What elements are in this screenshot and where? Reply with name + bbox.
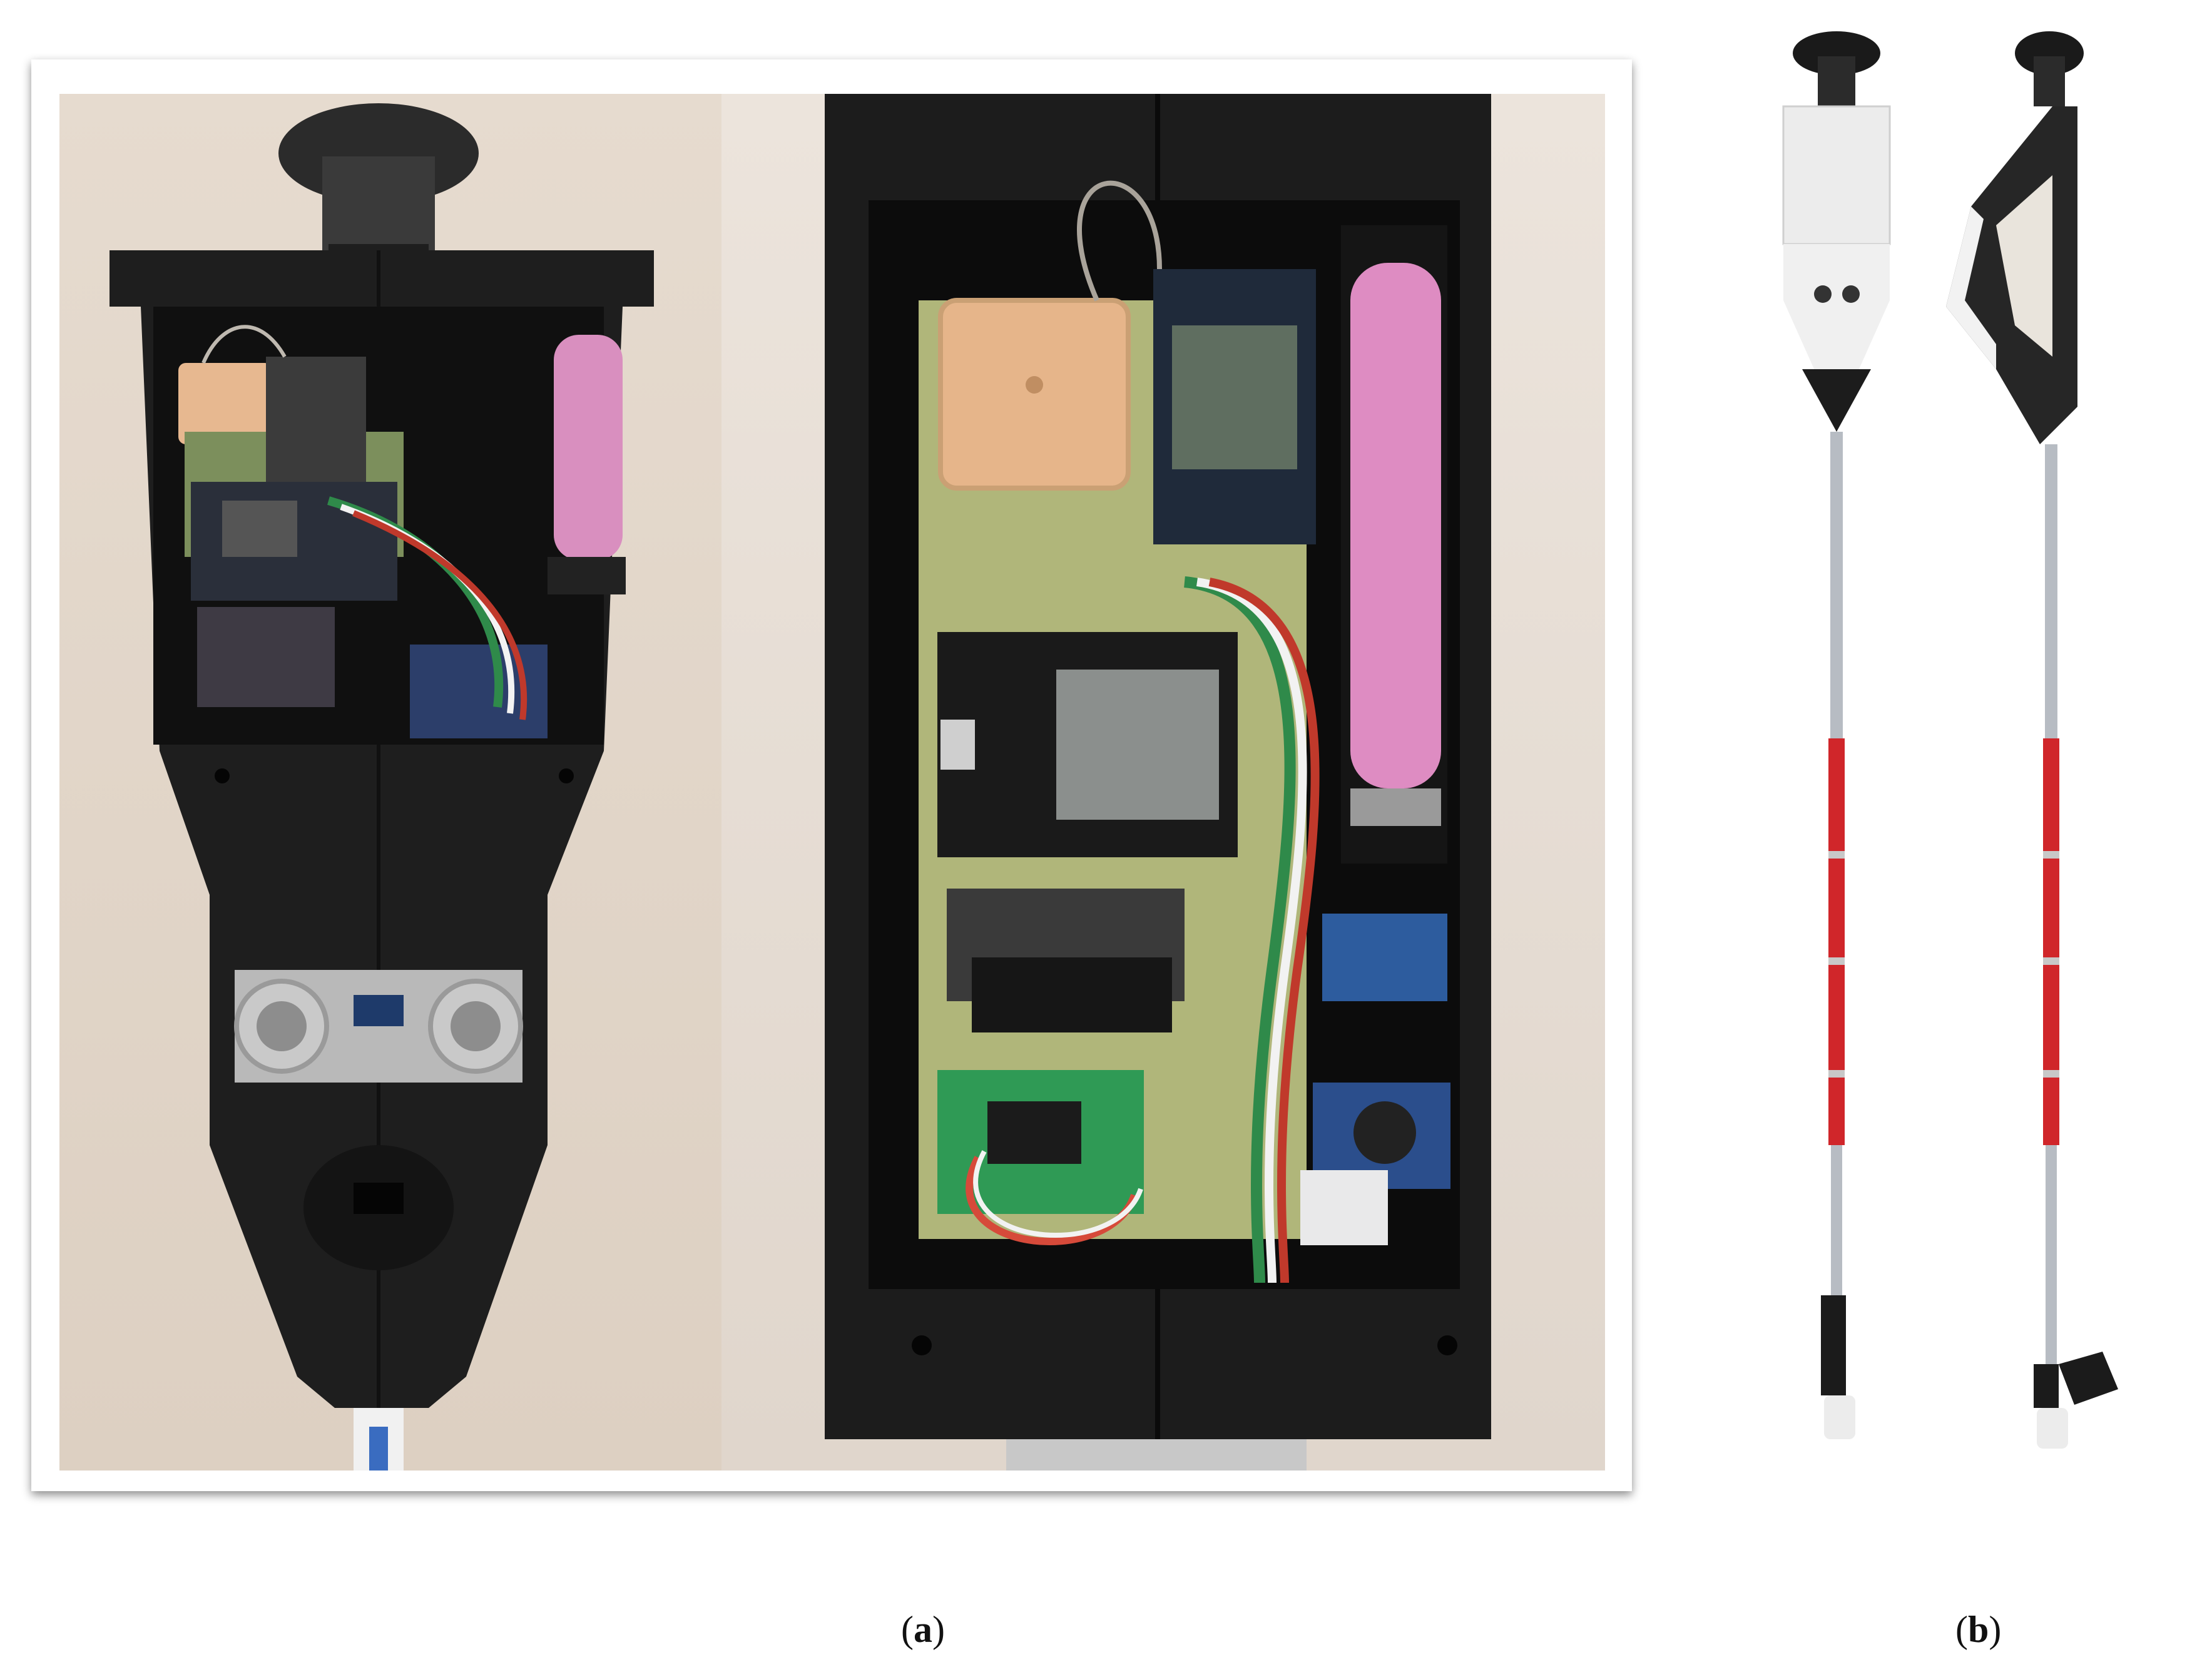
enclosure-top-view-photo	[59, 94, 721, 1471]
cane-front-view	[1782, 31, 1891, 1439]
cane-side-view	[1946, 31, 2118, 1449]
enclosure-top-view-image	[110, 103, 654, 1471]
smart-canes-image	[1782, 31, 2118, 1449]
panel-b-label: (b)	[1955, 1609, 2002, 1650]
panel-a-label: (a)	[901, 1609, 945, 1650]
panel-b-canes	[1702, 19, 2203, 1521]
electronics-closeup-photo	[721, 94, 1605, 1471]
electronics-closeup-image	[825, 94, 1491, 1471]
panel-a-photo-frame	[31, 59, 1632, 1491]
